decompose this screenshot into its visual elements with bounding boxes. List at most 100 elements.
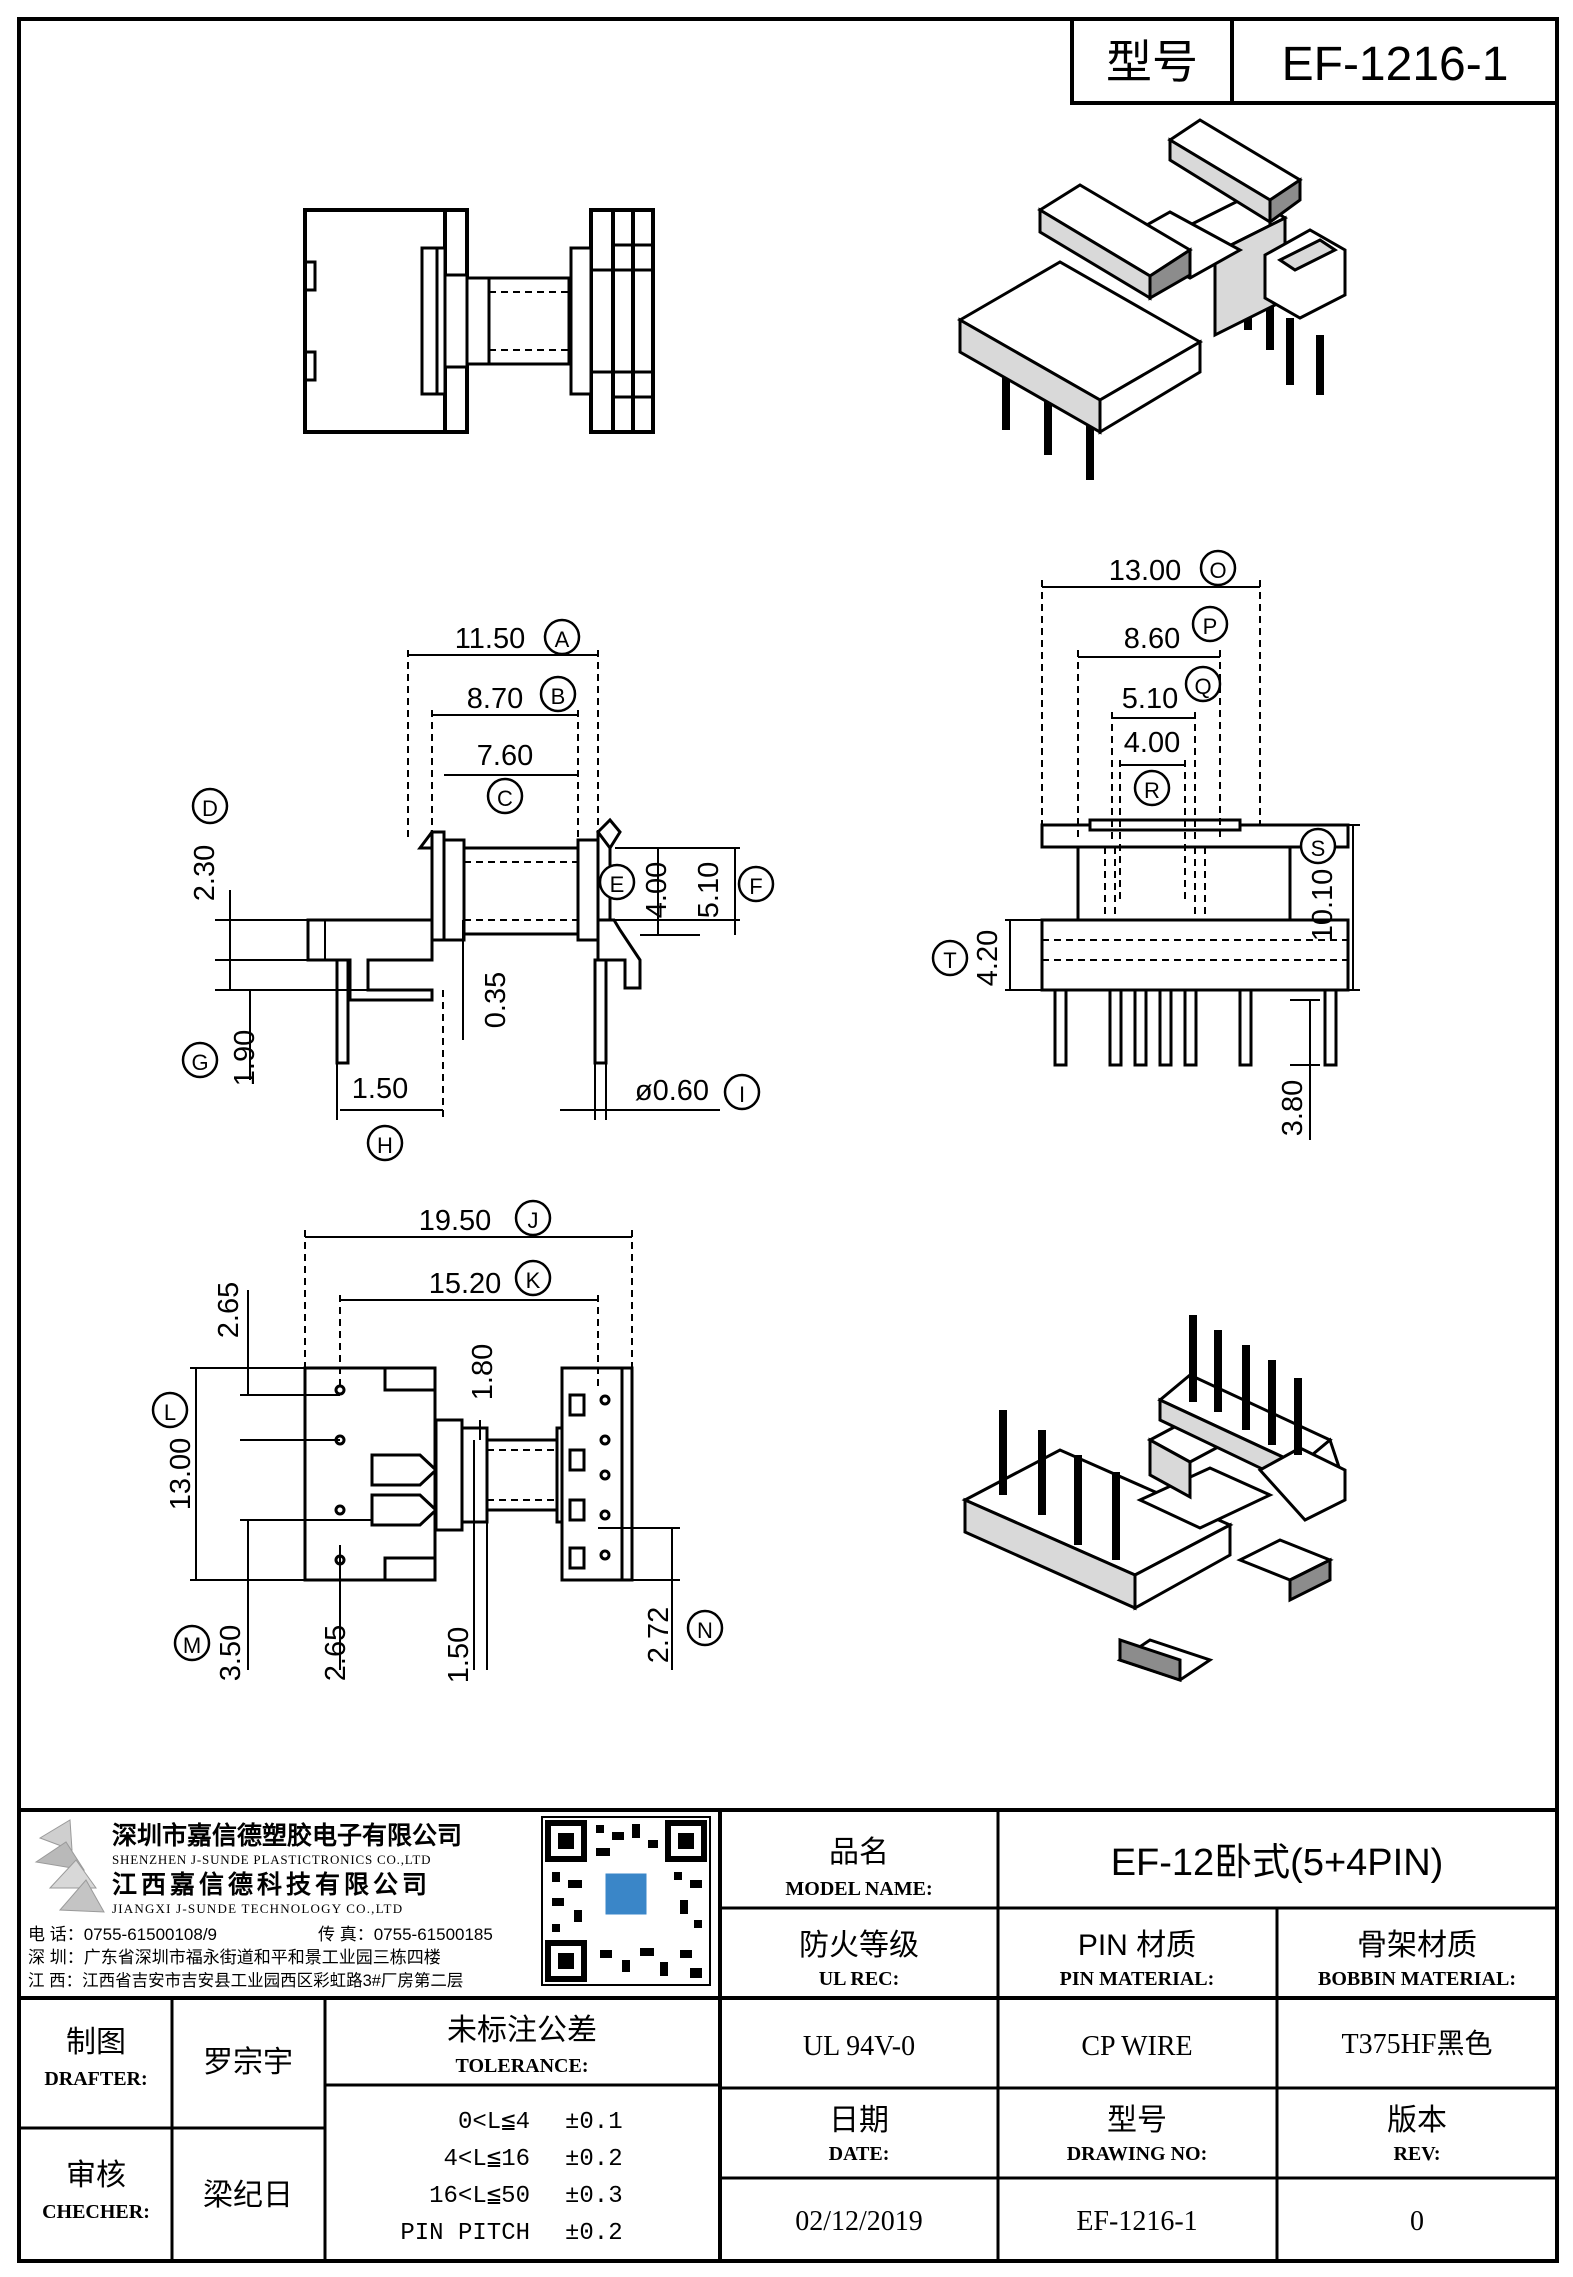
qr-code [541, 1816, 711, 1986]
model-name-label-en: MODEL NAME: [785, 1878, 932, 1900]
pin-label-en: PIN MATERIAL: [1060, 1968, 1215, 1990]
dim-m-value: 3.50 [215, 1625, 247, 1681]
dim-f-tag: F [749, 874, 762, 899]
rev-value: 0 [1410, 2206, 1424, 2237]
tolerance-row-value: ±0.2 [565, 2146, 623, 2173]
dim-h-tag: H [377, 1133, 393, 1158]
checker-label-cn: 审核 [66, 2159, 126, 2192]
dim-150-value: 1.50 [443, 1627, 475, 1683]
dim-e-bubble [598, 863, 636, 901]
tolerance-table: 0<L≦4 ±0.1 4<L≦16 ±0.2 16<L≦50 ±0.3 PIN … [400, 2109, 622, 2247]
front-view-dimensions: 13.00 O 8.60 P 5.10 Q 4.00 R S 10.10 T 4… [931, 549, 1360, 1140]
dim-p-tag: P [1203, 614, 1218, 639]
dim-k-bubble [514, 1259, 552, 1297]
dim-n-bubble [686, 1609, 724, 1647]
dim-s-value: 10.10 [1307, 869, 1339, 942]
bobbin-value: T375HF黑色 [1342, 2028, 1493, 2060]
dim-c-bubble [486, 777, 524, 815]
header-model-box: 型号 EF-1216-1 [1070, 17, 1559, 105]
dim-a-tag: A [555, 627, 570, 652]
company-phone: 电 话：0755-61500108/9 [28, 1925, 217, 1944]
company-address-jx: 江 西：江西省吉安市吉安县工业园西区彩虹路3#厂房第二层 [28, 1971, 463, 1990]
dim-j-tag: J [528, 1208, 539, 1233]
company-name-cn-2: 江西嘉信德科技有限公司 [112, 1870, 431, 1899]
pin-value: CP WIRE [1081, 2031, 1192, 2062]
dim-o-value: 13.00 [1109, 555, 1182, 587]
dim-265-bottom-value: 2.65 [320, 1625, 352, 1681]
dim-e-value: 4.00 [641, 862, 673, 918]
bobbin-label-cn: 骨架材质 [1357, 1929, 1477, 1962]
checker-label-en: CHECHER: [42, 2201, 150, 2223]
ul-label-cn: 防火等级 [799, 1929, 919, 1962]
dim-d-bubble [191, 787, 229, 825]
company-fax: 传 真：0755-61500185 [318, 1925, 493, 1944]
company-name-en-2: JIANGXI J-SUNDE TECHNOLOGY CO.,LTD [112, 1901, 403, 1916]
dim-n-tag: N [697, 1618, 713, 1643]
dim-m-bubble [173, 1624, 211, 1662]
dim-r-tag: R [1144, 778, 1160, 803]
dim-q-bubble [1184, 665, 1222, 703]
dim-n-value: 2.72 [643, 1607, 675, 1663]
model-name-label-cn: 品名 [829, 1836, 889, 1869]
dim-p-bubble [1191, 605, 1229, 643]
dim-i-value: ø0.60 [635, 1075, 709, 1107]
rev-label-en: REV: [1393, 2143, 1440, 2165]
side-view-dimensions: 11.50 A 8.70 B 7.60 C D 2.30 E 4.00 5.10… [181, 618, 775, 1162]
dim-q-tag: Q [1194, 674, 1211, 699]
tolerance-row-range: 0<L≦4 [458, 2109, 530, 2136]
bottom-view-dimensions: 19.50 J 15.20 K 2.65 L 13.00 1.80 M 3.50… [151, 1199, 724, 1683]
dim-f-bubble [737, 865, 775, 903]
dim-q-value: 5.10 [1122, 683, 1178, 715]
dim-j-bubble [514, 1199, 552, 1237]
dim-h-value: 1.50 [352, 1073, 408, 1105]
dim-265-top-value: 2.65 [213, 1282, 245, 1338]
dim-l-value: 13.00 [165, 1438, 197, 1511]
company-address-sz: 深 圳：广东省深圳市福永街道和平和景工业园三栋四楼 [28, 1948, 441, 1967]
dim-j-value: 19.50 [419, 1205, 492, 1237]
title-block: 深圳市嘉信德塑胶电子有限公司 SHENZHEN J-SUNDE PLASTICT… [19, 1808, 1557, 2261]
dim-o-tag: O [1209, 558, 1226, 583]
drawing-no-label-en: DRAWING NO: [1067, 2143, 1208, 2165]
sheet-border [17, 17, 1559, 2263]
drafter-value: 罗宗宇 [203, 2046, 293, 2079]
company-name-cn-1: 深圳市嘉信德塑胶电子有限公司 [112, 1821, 462, 1850]
side-view-drawing [306, 817, 642, 1065]
ul-value: UL 94V-0 [803, 2031, 915, 2062]
checker-value: 梁纪日 [203, 2179, 293, 2212]
company-logo [34, 1819, 105, 1913]
front-view-drawing [1040, 818, 1350, 1067]
dim-b-value: 8.70 [467, 683, 523, 715]
dim-a-bubble [543, 618, 581, 656]
dim-c-tag: C [497, 786, 513, 811]
dim-o-bubble [1199, 549, 1237, 587]
dim-g-bubble [181, 1041, 219, 1079]
dim-small-value: 0.35 [480, 972, 512, 1028]
dim-l-bubble [151, 1391, 189, 1429]
dim-e-tag: E [610, 872, 625, 897]
drawing-no-label-cn: 型号 [1107, 2104, 1167, 2137]
tolerance-row-range: 4<L≦16 [444, 2146, 530, 2173]
dim-r-bubble [1133, 769, 1171, 807]
dim-d-value: 2.30 [189, 845, 221, 901]
pin-label-cn: PIN 材质 [1078, 1929, 1196, 1962]
header-model-value: EF-1216-1 [1282, 38, 1509, 91]
dim-k-tag: K [526, 1268, 541, 1293]
rev-label-cn: 版本 [1387, 2104, 1447, 2137]
dim-s-tag: S [1311, 836, 1326, 861]
tolerance-row-value: ±0.2 [565, 2220, 623, 2247]
dim-s-bubble [1299, 827, 1337, 865]
dim-t-value: 4.20 [972, 930, 1004, 986]
tolerance-row-value: ±0.1 [565, 2109, 623, 2136]
dim-g-tag: G [191, 1050, 208, 1075]
dim-b-tag: B [551, 684, 566, 709]
drafter-label-cn: 制图 [66, 2026, 126, 2059]
dim-180-value: 1.80 [467, 1344, 499, 1400]
dim-f-value: 5.10 [693, 862, 725, 918]
tolerance-label-en: TOLERANCE: [456, 2055, 589, 2077]
dim-i-tag: I [739, 1082, 745, 1107]
dim-g-value: 1.90 [229, 1030, 261, 1086]
dim-p-value: 8.60 [1124, 623, 1180, 655]
bobbin-label-en: BOBBIN MATERIAL: [1318, 1968, 1516, 1990]
tolerance-label-cn: 未标注公差 [447, 2014, 597, 2047]
